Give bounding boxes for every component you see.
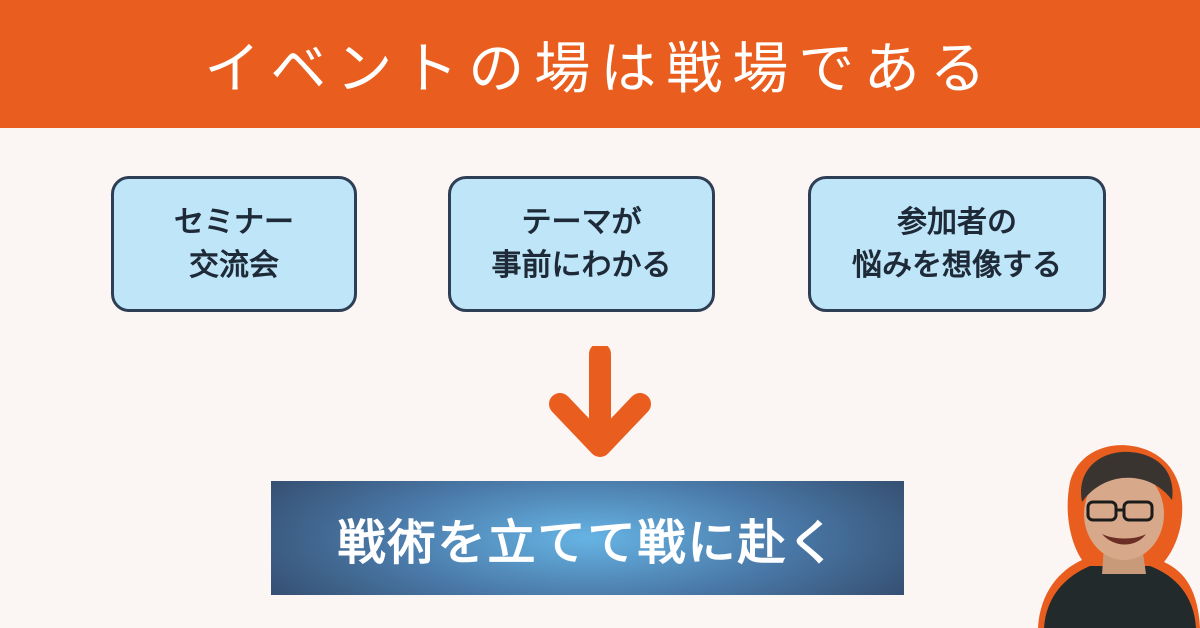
card-seminar-line2: 交流会 [189,248,279,283]
page-title: イベントの場は戦場である [204,36,996,102]
card-participants-line1: 参加者の [897,204,1017,240]
presenter-photo [1038,445,1200,628]
conclusion-box: 戦術を立てて戦に赴く [271,481,904,595]
conclusion-label: 戦術を立てて戦に赴く [337,515,838,571]
title-banner: イベントの場は戦場である [0,0,1200,128]
card-participants: 参加者の 悩みを想像する [808,176,1106,312]
card-theme-line2: 事前にわかる [491,248,672,283]
card-participants-line2: 悩みを想像する [852,248,1062,283]
card-theme: テーマが 事前にわかる [448,176,715,312]
card-seminar-line1: セミナー [174,204,294,240]
card-seminar: セミナー 交流会 [111,176,357,312]
card-theme-line1: テーマが [521,204,642,240]
arrow-down-icon [549,346,651,457]
